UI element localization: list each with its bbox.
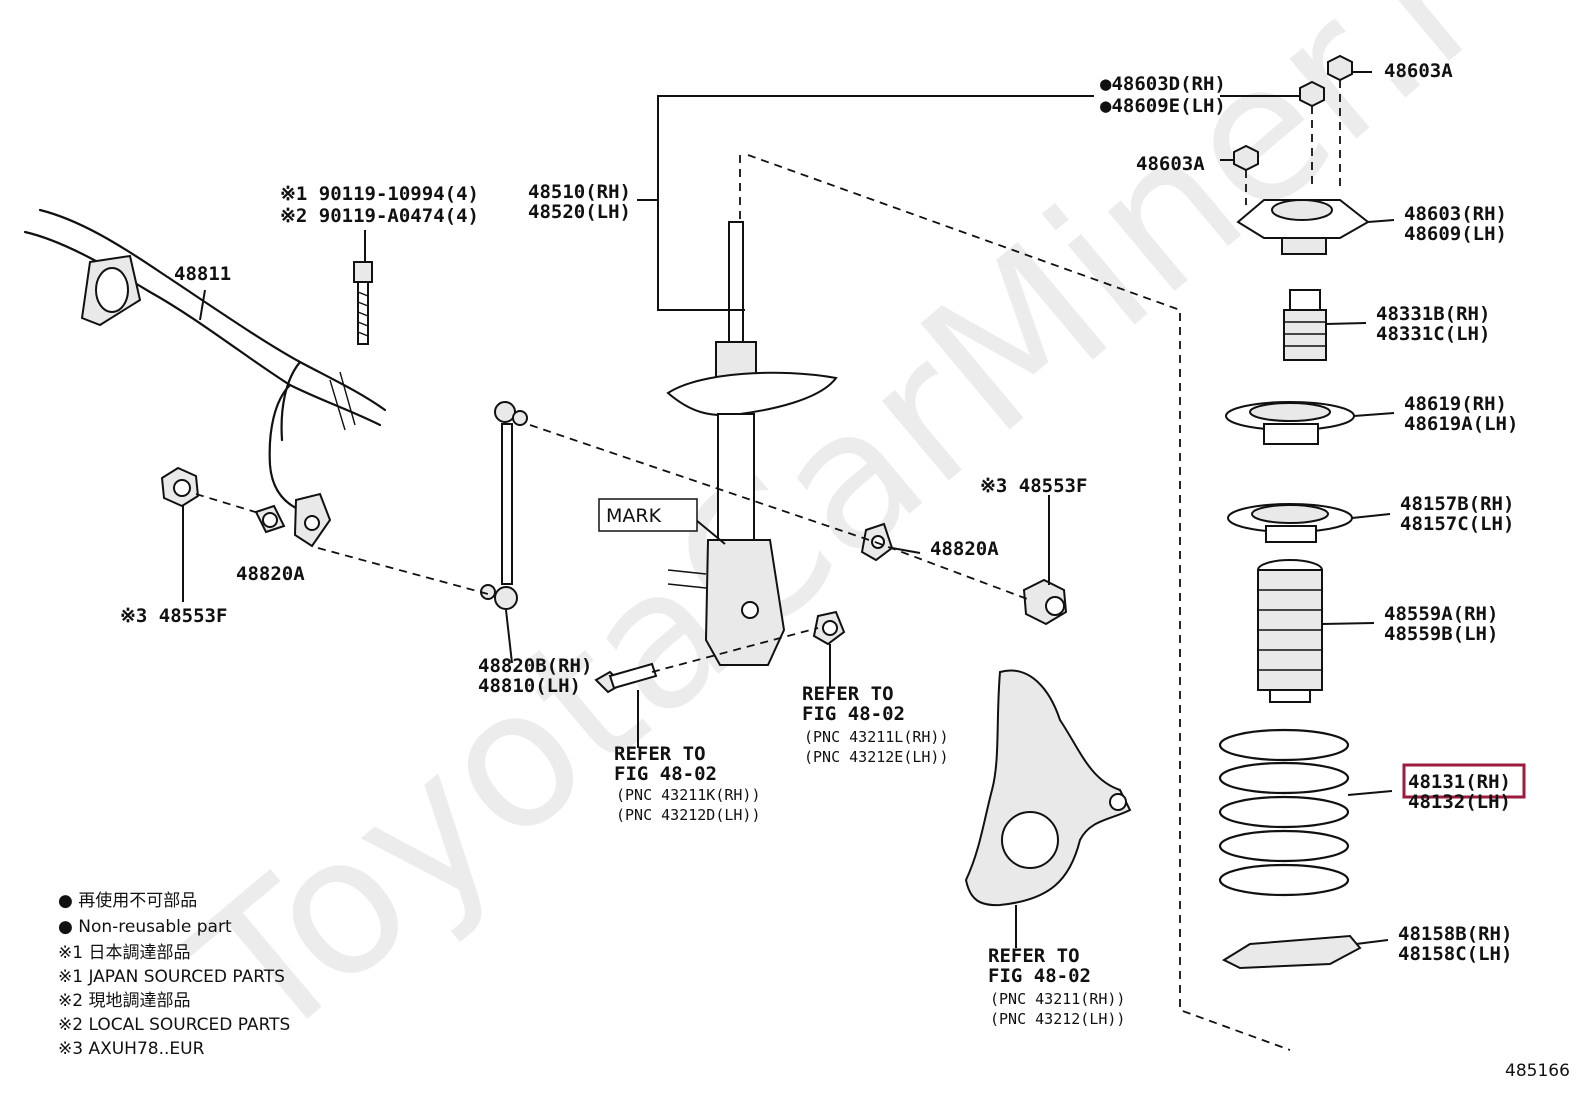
ref3-line3: (PNC 43211(RH)) (990, 990, 1125, 1008)
label-48157C[interactable]: 48157C(LH) (1400, 513, 1514, 535)
bracket-bolt[interactable] (353, 261, 373, 345)
highlight-box-48131 (1402, 763, 1526, 799)
spring-upper-seat[interactable] (1225, 401, 1355, 445)
label-48619A[interactable]: 48619A(LH) (1404, 413, 1518, 435)
label-48810[interactable]: 48810(LH) (478, 675, 581, 697)
stabilizer-bar[interactable] (23, 208, 387, 514)
legend-item: ※2 LOCAL SOURCED PARTS (58, 1015, 290, 1035)
spring-lower-insulator[interactable] (1221, 934, 1362, 970)
label-48157B[interactable]: 48157B(RH) (1400, 493, 1514, 515)
label-48820A-right[interactable]: 48820A (930, 538, 999, 560)
label-48158B[interactable]: 48158B(RH) (1398, 923, 1512, 945)
nut-48603D[interactable] (1299, 80, 1325, 108)
legend-item: ※1 JAPAN SOURCED PARTS (58, 967, 285, 987)
legend-item: ※1 日本調達部品 (58, 943, 190, 963)
label-48820B[interactable]: 48820B(RH) (478, 655, 592, 677)
ref2-line4: (PNC 43212D(LH)) (616, 806, 761, 824)
strut-bolt[interactable] (594, 662, 658, 694)
coil-spring[interactable] (1218, 728, 1350, 897)
ref1-line3: (PNC 43211L(RH)) (804, 728, 949, 746)
label-48520[interactable]: 48520(LH) (528, 201, 631, 223)
label-48603D[interactable]: ●48603D(RH) (1100, 73, 1226, 95)
spring-upper-insulator[interactable] (1227, 503, 1353, 543)
label-48510[interactable]: 48510(RH) (528, 181, 631, 203)
label-48619[interactable]: 48619(RH) (1404, 393, 1507, 415)
stabilizer-link[interactable] (480, 401, 528, 610)
shock-absorber-strut[interactable] (666, 221, 838, 666)
label-48331B[interactable]: 48331B(RH) (1376, 303, 1490, 325)
legend-item: ● 再使用不可部品 (58, 890, 197, 911)
diagram-id: 485166 (1505, 1061, 1570, 1081)
label-48609[interactable]: 48609(LH) (1404, 223, 1507, 245)
label-48609E[interactable]: ●48609E(LH) (1100, 95, 1226, 117)
strut-nut[interactable] (812, 610, 846, 646)
label-48132[interactable]: 48132(LH) (1408, 791, 1511, 813)
legend-item: ※3 AXUH78..EUR (58, 1039, 205, 1059)
nut-48603A-left[interactable] (1233, 144, 1259, 172)
leader-lines (182, 71, 1395, 948)
ref1-line2[interactable]: FIG 48-02 (802, 703, 905, 725)
dust-boot[interactable] (1257, 559, 1323, 703)
label-48131[interactable]: 48131(RH) (1408, 771, 1511, 793)
steering-knuckle[interactable] (964, 669, 1132, 907)
legend-item: ※2 現地調達部品 (58, 991, 190, 1011)
ref3-line1[interactable]: REFER TO (988, 945, 1080, 967)
label-48603[interactable]: 48603(RH) (1404, 203, 1507, 225)
ref2-line2[interactable]: FIG 48-02 (614, 763, 717, 785)
label-48331C[interactable]: 48331C(LH) (1376, 323, 1490, 345)
label-bolt-2[interactable]: ※2 90119-A0474(4) (280, 205, 479, 227)
ref3-line4: (PNC 43212(LH)) (990, 1010, 1125, 1028)
nut-48603A-top[interactable] (1327, 54, 1353, 82)
label-48553F-left[interactable]: ※3 48553F (120, 605, 227, 627)
label-48820A-left[interactable]: 48820A (236, 563, 305, 585)
ref1-line1[interactable]: REFER TO (802, 683, 894, 705)
nut-48553F-right[interactable] (1022, 578, 1068, 626)
bushing-48820A-left[interactable] (254, 504, 286, 534)
stabilizer-end-link-mount[interactable] (293, 492, 332, 548)
stabilizer-bushing[interactable] (80, 254, 142, 327)
legend-item: ● Non-reusable part (58, 917, 232, 937)
label-48603A-left[interactable]: 48603A (1136, 153, 1205, 175)
nut-48553F-left[interactable] (160, 466, 200, 508)
ref2-line1[interactable]: REFER TO (614, 743, 706, 765)
label-48559B[interactable]: 48559B(LH) (1384, 623, 1498, 645)
assembly-dash-lines (195, 154, 1291, 1051)
label-48811[interactable]: 48811 (174, 263, 231, 285)
bound-stopper[interactable] (1283, 289, 1327, 361)
legend: ● 再使用不可部品 ● Non-reusable part ※1 日本調達部品 … (58, 890, 290, 1059)
mark-label: MARK (606, 505, 662, 527)
label-48553F-right[interactable]: ※3 48553F (980, 475, 1087, 497)
ref3-line2[interactable]: FIG 48-02 (988, 965, 1091, 987)
mark-box (598, 498, 698, 532)
label-48603A-top[interactable]: 48603A (1384, 60, 1453, 82)
ref2-line3: (PNC 43211K(RH)) (616, 786, 761, 804)
label-48158C[interactable]: 48158C(LH) (1398, 943, 1512, 965)
label-48559A[interactable]: 48559A(RH) (1384, 603, 1498, 625)
nut-leader-dash (1245, 80, 1341, 205)
ref1-line4: (PNC 43212E(LH)) (804, 748, 949, 766)
label-bolt-1[interactable]: ※1 90119-10994(4) (280, 183, 479, 205)
